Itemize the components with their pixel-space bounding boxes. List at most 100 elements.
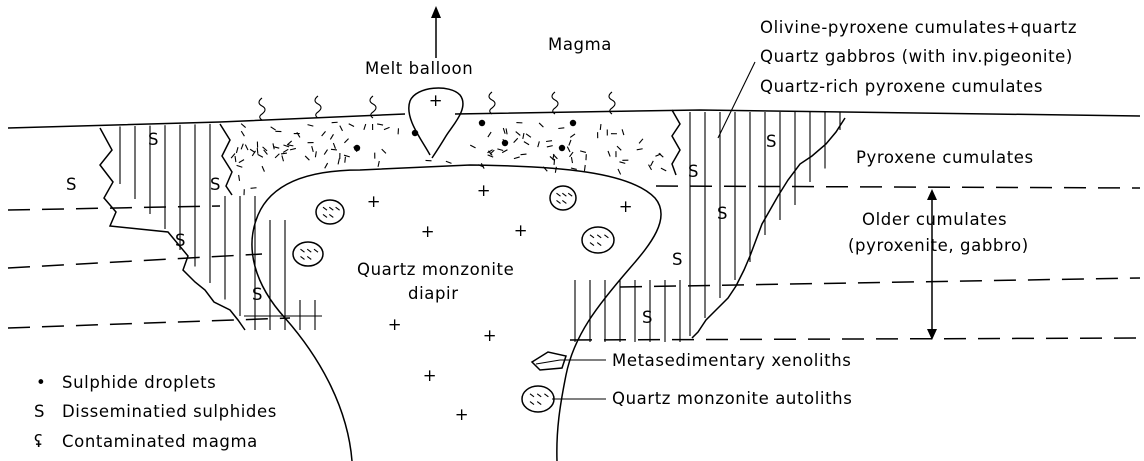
texture-dash <box>539 123 543 127</box>
up-arrow-icon <box>431 6 441 58</box>
sulphide-droplet <box>479 120 485 126</box>
autolith <box>316 200 344 224</box>
contaminated-magma-squiggle <box>315 96 321 118</box>
texture-dash <box>282 155 284 161</box>
plus-marker: + <box>455 405 469 424</box>
plus-marker: + <box>421 222 435 241</box>
texture-dash <box>235 156 236 162</box>
texture-dash <box>239 175 240 181</box>
s-marker: S <box>66 175 77 194</box>
autolith-texture <box>544 394 548 397</box>
contaminated-zone-right-boundary <box>672 110 680 175</box>
autolith <box>522 386 554 412</box>
texture-dash <box>275 154 279 158</box>
texture-dash <box>570 134 575 138</box>
autolith-texture <box>590 243 594 246</box>
texture-dash <box>608 151 610 157</box>
plus-marker: + <box>429 91 443 110</box>
autolith-texture <box>604 235 608 238</box>
legend-disseminated-sulphides: Disseminatied sulphides <box>62 402 277 421</box>
texture-dash <box>639 139 643 144</box>
xenolith-layering <box>536 360 560 364</box>
s-marker: S <box>252 285 263 304</box>
s-marker: S <box>642 308 653 327</box>
texture-dash <box>584 165 585 171</box>
texture-dash <box>637 149 643 150</box>
texture-dash <box>521 154 527 155</box>
texture-dash <box>333 143 335 149</box>
texture-dash <box>325 163 328 168</box>
texture-dash <box>290 148 296 149</box>
autolith-texture <box>597 235 601 238</box>
layer-line-left-2 <box>8 254 262 268</box>
sulphide-droplet <box>570 120 576 126</box>
legend: • Sulphide droplets S Disseminatied sulp… <box>34 373 277 451</box>
autolith-texture <box>568 193 572 196</box>
label-pyroxene-cumulates: Pyroxene cumulates <box>856 148 1034 167</box>
label-diapir-1: Quartz monzonite <box>357 260 514 279</box>
label-older-cumulates-detail: (pyroxenite, gabbro) <box>848 236 1029 255</box>
texture-dash <box>308 125 314 127</box>
layer-line-right-2 <box>620 278 1140 287</box>
s-marker: S <box>717 204 728 223</box>
legend-symbol-s: S <box>34 402 45 421</box>
texture-dash <box>364 124 366 130</box>
autolith-texture <box>590 235 594 238</box>
texture-dash <box>538 141 540 147</box>
texture-dash <box>250 149 255 152</box>
texture-dash <box>338 159 339 165</box>
texture-dash <box>571 157 572 163</box>
plus-marker: + <box>514 221 528 240</box>
texture-dash <box>526 134 531 138</box>
layer-line-left-3 <box>8 318 290 328</box>
texture-dash <box>251 188 257 189</box>
autolith-texture <box>557 200 561 203</box>
texture-dash <box>271 127 276 130</box>
autolith-texture <box>530 394 534 397</box>
contaminated-magma-squiggle <box>552 92 558 114</box>
texture-dash <box>571 168 577 169</box>
texture-dash <box>558 128 564 129</box>
left-hatched-zone <box>120 124 322 330</box>
texture-dash <box>322 131 326 136</box>
autolith-texture <box>336 207 340 210</box>
autolith <box>550 186 576 210</box>
s-marker: S <box>210 175 221 194</box>
texture-dash <box>659 153 663 157</box>
autolith <box>582 227 614 253</box>
texture-dash <box>382 149 386 153</box>
autolith-texture <box>301 249 305 252</box>
texture-dash <box>384 127 390 129</box>
autolith <box>293 242 323 266</box>
label-magma: Magma <box>548 35 612 54</box>
texture-dash <box>231 154 235 159</box>
texture-dash <box>655 154 661 156</box>
contaminated-zone-left-boundary <box>220 124 232 195</box>
sulphide-droplet <box>559 145 565 151</box>
autolith-texture <box>314 249 318 252</box>
label-diapir-2: diapir <box>408 284 459 303</box>
texture-dash <box>349 124 354 127</box>
plus-marker: + <box>367 192 381 211</box>
quartz-monzonite-plus-markers: ++++++++++ <box>367 91 633 424</box>
layer-line-right-1 <box>656 186 1140 188</box>
autolith-texture <box>323 214 327 217</box>
layer-line-right-3 <box>570 338 1140 340</box>
texture-dash <box>340 126 343 131</box>
texture-dash <box>567 147 570 152</box>
texture-dash <box>245 145 248 150</box>
texture-dash <box>514 157 520 159</box>
sulphide-droplet <box>412 130 418 136</box>
label-quartz-gabbros: Quartz gabbros (with inv.pigeonite) <box>760 47 1073 66</box>
texture-dash <box>241 131 244 136</box>
plus-marker: + <box>477 181 491 200</box>
autolith-texture <box>307 249 311 252</box>
texture-dash <box>257 148 258 154</box>
texture-dash <box>600 124 601 130</box>
texture-dash <box>661 168 666 171</box>
texture-dash <box>241 124 246 128</box>
texture-dash <box>488 132 491 137</box>
s-marker: S <box>688 162 699 181</box>
